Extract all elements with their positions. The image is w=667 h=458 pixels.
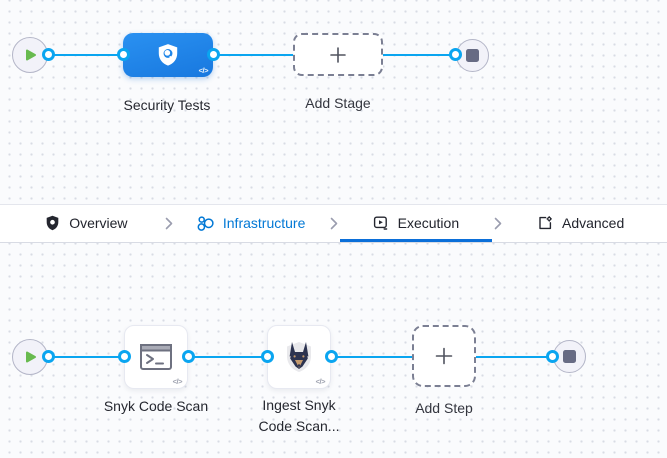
pipeline-end-node[interactable] — [456, 39, 489, 72]
step-label-line1: Ingest Snyk — [262, 397, 336, 413]
tab-advanced[interactable]: Advanced — [504, 205, 657, 242]
tab-infrastructure[interactable]: Infrastructure — [175, 205, 328, 242]
execution-graph-canvas[interactable]: </> </> — [0, 243, 667, 458]
advanced-gear-icon — [537, 215, 553, 231]
code-view-icon[interactable]: </> — [198, 65, 209, 75]
code-view-icon[interactable]: </> — [172, 376, 183, 386]
execution-icon — [373, 215, 389, 231]
connector-port[interactable] — [42, 48, 55, 61]
stop-icon — [563, 350, 576, 363]
connector-port[interactable] — [118, 350, 131, 363]
snyk-dog-icon — [282, 339, 316, 375]
stage-config-tabbar: Overview Infrastructure — [0, 204, 667, 243]
step-label-line2: Code Scan... — [258, 418, 340, 434]
add-stage-label: Add Stage — [305, 95, 371, 111]
connector-port[interactable] — [117, 48, 130, 61]
plus-icon — [432, 344, 456, 368]
connector-port[interactable] — [261, 350, 274, 363]
chevron-right-icon — [328, 205, 340, 242]
step-node-ingest-snyk[interactable]: </> — [267, 325, 331, 389]
tab-execution[interactable]: Execution — [339, 205, 493, 242]
connector-port[interactable] — [42, 350, 55, 363]
infrastructure-icon — [197, 215, 214, 232]
step-label: Ingest Snyk Code Scan... — [249, 395, 349, 437]
stage-label: Security Tests — [123, 97, 211, 113]
connector-port[interactable] — [207, 48, 220, 61]
plus-icon — [327, 44, 349, 66]
terminal-icon — [139, 343, 173, 371]
add-step-button[interactable] — [412, 325, 476, 387]
stage-flow-line — [30, 54, 472, 56]
play-icon — [23, 48, 37, 62]
stop-icon — [466, 49, 479, 62]
add-step-label: Add Step — [415, 400, 473, 416]
tab-label: Overview — [69, 215, 128, 231]
tab-label: Advanced — [561, 215, 625, 231]
step-node-snyk-code-scan[interactable]: </> — [124, 325, 188, 389]
connector-port[interactable] — [449, 48, 462, 61]
stage-graph-canvas[interactable]: </> Security Tests Add Stage — [0, 0, 667, 204]
tab-label: Execution — [397, 215, 460, 231]
play-icon — [23, 350, 37, 364]
connector-port[interactable] — [182, 350, 195, 363]
chevron-right-icon — [492, 205, 504, 242]
execution-end-node[interactable] — [553, 340, 586, 373]
code-view-icon[interactable]: </> — [315, 376, 326, 386]
stage-node-security-tests[interactable]: </> — [123, 33, 213, 77]
step-label: Snyk Code Scan — [103, 398, 209, 414]
shield-scan-icon — [155, 42, 181, 68]
tab-label: Infrastructure — [222, 215, 306, 231]
shield-check-icon — [45, 215, 60, 231]
connector-port[interactable] — [325, 350, 338, 363]
add-stage-button[interactable] — [293, 33, 383, 76]
chevron-right-icon — [163, 205, 175, 242]
tab-overview[interactable]: Overview — [10, 205, 163, 242]
connector-port[interactable] — [546, 350, 559, 363]
